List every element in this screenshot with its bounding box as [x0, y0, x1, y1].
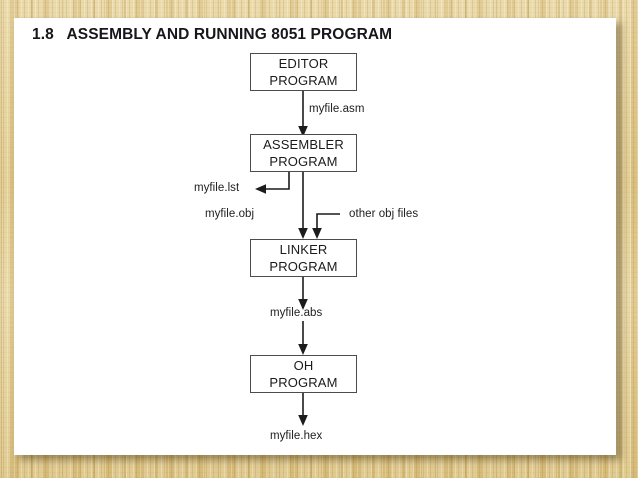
- arrowhead-into-assembler: [298, 126, 308, 137]
- page-card: 1.8 ASSEMBLY AND RUNNING 8051 PROGRAM: [14, 18, 616, 455]
- edge-label-myfile-lst: myfile.lst: [194, 182, 240, 194]
- node-editor-program[interactable]: EDITOR PROGRAM: [250, 53, 357, 91]
- arrowhead-into-lst: [255, 184, 266, 194]
- node-oh-line1: OH: [293, 357, 314, 373]
- node-oh-program[interactable]: OH PROGRAM: [250, 355, 357, 393]
- node-oh-line2: PROGRAM: [269, 375, 338, 390]
- wire-assembler-to-lst: [264, 172, 290, 190]
- node-editor-line2: PROGRAM: [269, 73, 338, 88]
- arrowhead-into-oh: [298, 344, 308, 355]
- edge-label-myfile-asm: myfile.asm: [309, 103, 365, 115]
- page-title: 1.8 ASSEMBLY AND RUNNING 8051 PROGRAM: [32, 26, 393, 43]
- edge-label-other-obj-files: other obj files: [349, 208, 419, 220]
- node-linker-line1: LINKER: [279, 241, 328, 257]
- arrowhead-into-linker-obj: [298, 228, 308, 239]
- arrowhead-into-linker-other: [312, 228, 322, 239]
- assembly-flow-diagram: EDITOR PROGRAM ASSEMBLER PROGRAM LINKER …: [14, 18, 616, 455]
- node-assembler-program[interactable]: ASSEMBLER PROGRAM: [250, 134, 357, 172]
- arrowhead-into-abs: [298, 299, 308, 310]
- node-assembler-line1: ASSEMBLER: [263, 136, 344, 152]
- arrowhead-into-hex: [298, 415, 308, 426]
- edge-label-myfile-hex: myfile.hex: [270, 430, 323, 442]
- edge-label-myfile-abs: myfile.abs: [270, 307, 323, 319]
- node-linker-program[interactable]: LINKER PROGRAM: [250, 239, 357, 277]
- edge-label-myfile-obj: myfile.obj: [205, 208, 255, 220]
- node-linker-line2: PROGRAM: [269, 259, 338, 274]
- node-assembler-line2: PROGRAM: [269, 154, 338, 169]
- diagram-connectors: [255, 91, 340, 426]
- wire-other-obj-to-linker: [316, 213, 340, 230]
- node-editor-line1: EDITOR: [278, 55, 329, 71]
